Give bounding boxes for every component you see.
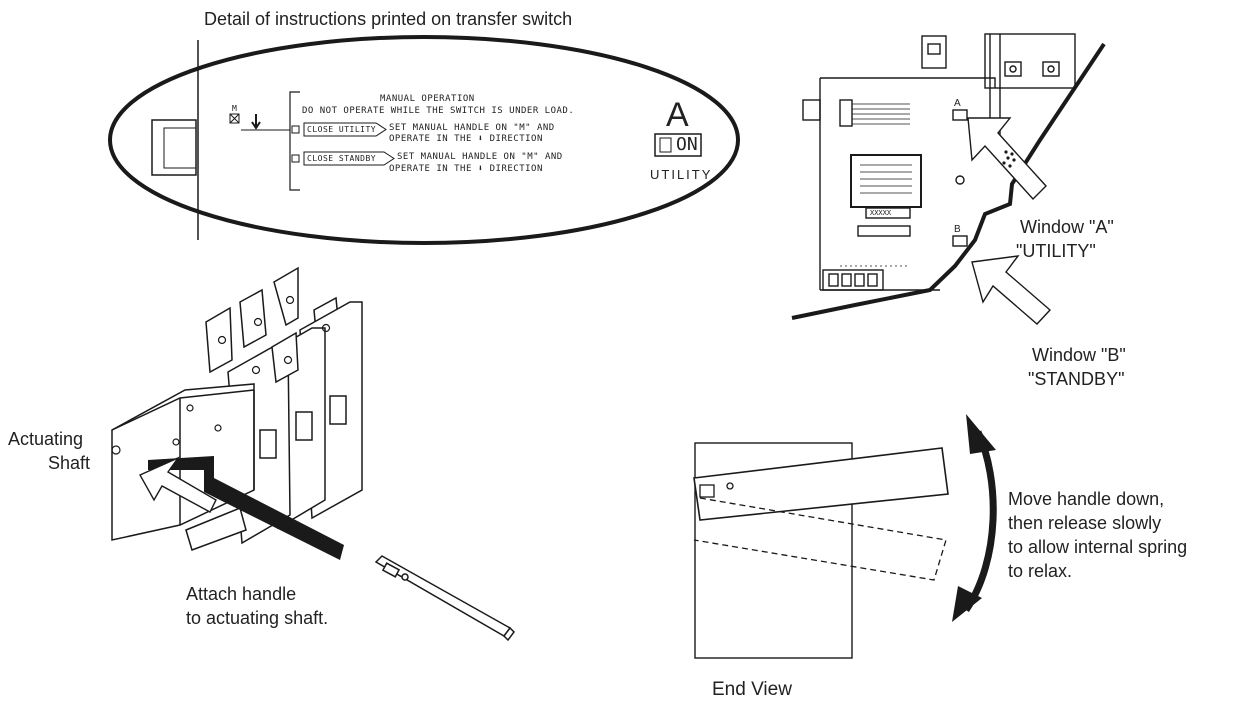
instruction-ellipse (108, 35, 740, 245)
dots (1002, 150, 1016, 168)
actuating-label: Actuating (8, 429, 84, 449)
down-arrow-icon (251, 114, 261, 130)
transfer-switch-panel (802, 33, 1076, 291)
window-state: ON (676, 134, 698, 155)
close-utility-label: CLOSE UTILITY (307, 125, 377, 134)
loose-handle (374, 555, 515, 642)
end-view (693, 442, 949, 659)
switch-assembly (111, 266, 363, 551)
close-utility-line1: SET MANUAL HANDLE ON "M" AND (389, 123, 555, 133)
window-name: UTILITY (650, 167, 713, 182)
handle-path-arrow (148, 456, 344, 560)
panel-window-a-letter: A (954, 98, 961, 109)
window-b-label: Window "B" (1032, 345, 1126, 365)
break-line (791, 42, 1106, 320)
instruction-warning: DO NOT OPERATE WHILE THE SWITCH IS UNDER… (302, 106, 575, 116)
actuating-sublabel: Shaft (48, 453, 91, 473)
instruction-heading: MANUAL OPERATION (380, 94, 475, 104)
move-instruction-3: to allow internal spring (1008, 537, 1188, 557)
attach-sublabel: to actuating shaft. (186, 608, 329, 628)
end-view-label: End View (712, 679, 792, 700)
rotation-arrow (952, 414, 997, 622)
close-standby-line1: SET MANUAL HANDLE ON "M" AND (397, 152, 563, 162)
window-b-arrow (971, 255, 1052, 325)
panel-code: XXXXX (870, 209, 892, 217)
assembly-holes (111, 295, 331, 455)
move-instruction-1: Move handle down, (1008, 489, 1165, 509)
close-standby-line2: OPERATE IN THE ⬇ DIRECTION (389, 164, 543, 174)
window-b-sublabel: "STANDBY" (1028, 369, 1125, 389)
attach-label: Attach handle (186, 584, 297, 604)
panel-window-b-letter: B (954, 224, 961, 235)
move-instruction-4: to relax. (1008, 561, 1073, 581)
close-utility-line2: OPERATE IN THE ⬇ DIRECTION (389, 134, 543, 144)
page-title: Detail of instructions printed on transf… (204, 9, 573, 29)
m-mark: M (232, 104, 238, 113)
close-standby-label: CLOSE STANDBY (307, 154, 377, 163)
move-instruction-2: then release slowly (1008, 513, 1162, 533)
window-a-label: Window "A" (1020, 217, 1114, 237)
window-letter: A (666, 96, 689, 134)
shaft-pointer-arrow (139, 456, 217, 513)
window-a-sublabel: "UTILITY" (1016, 241, 1096, 261)
